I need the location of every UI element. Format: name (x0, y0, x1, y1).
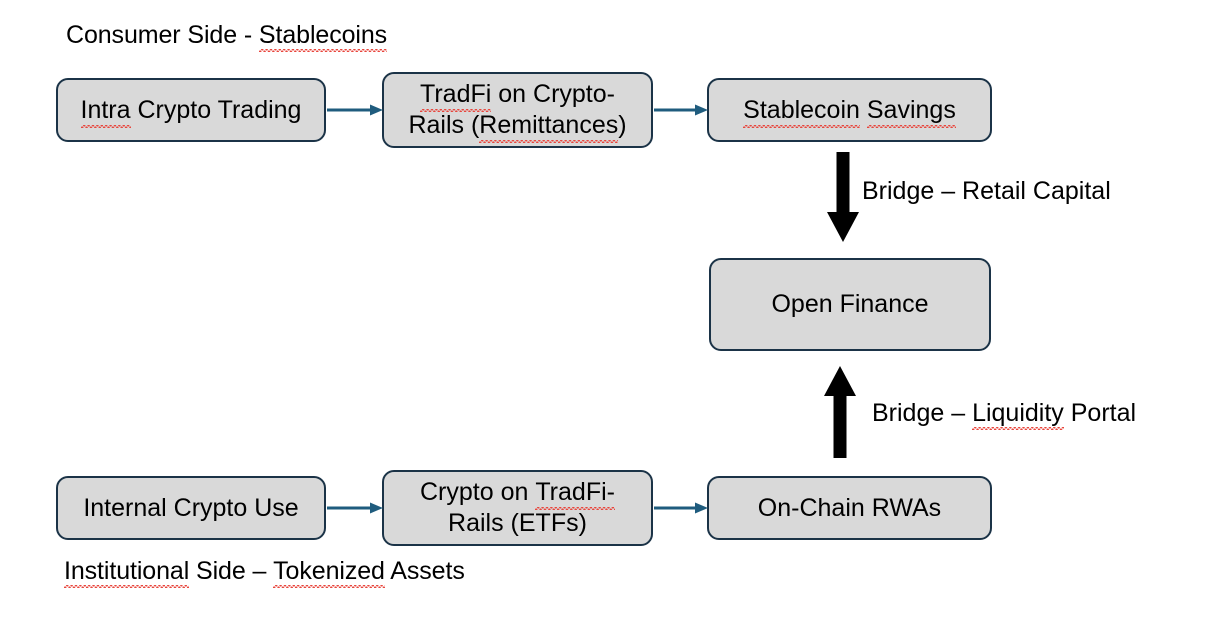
spellcheck-word-stablecoin: Stablecoin (743, 95, 860, 128)
node-label: Stablecoin Savings (743, 95, 956, 128)
spellcheck-word-institutional: Institutional (64, 557, 190, 588)
consumer-side-caption: Consumer Side - Stablecoins (66, 20, 388, 52)
spellcheck-word-liquidity: Liquidity (972, 399, 1064, 430)
node-open-finance[interactable]: Open Finance (709, 258, 991, 351)
node-label: TradFi on Crypto-Rails (Remittances) (408, 80, 627, 143)
spellcheck-word-intra: Intra (80, 95, 131, 128)
node-crypto-on-tradfi-rails[interactable]: Crypto on TradFi-Rails (ETFs) (382, 470, 653, 546)
spellcheck-word-stablecoins: Stablecoins (258, 21, 388, 52)
node-label: Open Finance (771, 290, 929, 318)
connector-arrow-internal-to-crypto (327, 502, 383, 514)
node-on-chain-rwas[interactable]: On-Chain RWAs (707, 476, 992, 540)
spellcheck-word-remittances: Remittances (479, 111, 619, 143)
node-intra-crypto-trading[interactable]: Intra Crypto Trading (56, 78, 326, 142)
bridge-arrow-up-icon (824, 366, 856, 458)
caption-text-plain: Consumer Side - (66, 21, 259, 49)
node-label: On-Chain RWAs (757, 493, 942, 522)
node-label: Crypto on TradFi-Rails (ETFs) (420, 478, 615, 537)
connector-arrow-crypto-to-rwas (654, 502, 708, 514)
node-internal-crypto-use[interactable]: Internal Crypto Use (56, 476, 326, 540)
institutional-side-caption: Institutional Side – Tokenized Assets (64, 557, 465, 588)
spellcheck-word-tradfi: TradFi- (535, 478, 615, 510)
spellcheck-word-tokenized: Tokenized (273, 557, 385, 588)
bridge-label-retail-capital: Bridge – Retail Capital (862, 177, 1111, 205)
node-label: Internal Crypto Use (83, 493, 299, 522)
spellcheck-word-tradfi: TradFi (420, 80, 492, 112)
connector-arrow-intra-to-tradfi (327, 104, 383, 116)
node-label: Intra Crypto Trading (80, 95, 302, 128)
spellcheck-word-savings: Savings (866, 95, 956, 128)
bridge-label-liquidity-portal: Bridge – Liquidity Portal (872, 399, 1137, 430)
bridge-arrow-down-icon (827, 152, 859, 242)
node-tradfi-on-crypto-rails[interactable]: TradFi on Crypto-Rails (Remittances) (382, 72, 653, 148)
connector-arrow-tradfi-to-savings (654, 104, 708, 116)
node-stablecoin-savings[interactable]: Stablecoin Savings (707, 78, 992, 142)
